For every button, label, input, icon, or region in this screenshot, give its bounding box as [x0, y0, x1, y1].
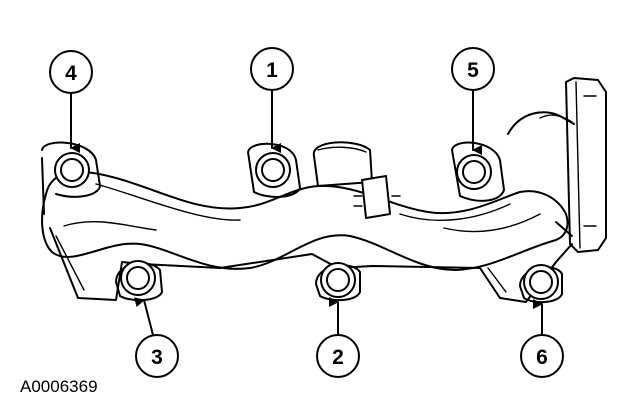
callout-label: 5: [467, 59, 479, 82]
callout-6: 6: [520, 299, 564, 378]
callout-label: 2: [332, 346, 344, 369]
oxygen-sensor-boss: [361, 175, 391, 219]
manifold-runner-body: [41, 170, 569, 271]
bolt-3: [120, 260, 156, 296]
figure-id: A0006369: [20, 377, 98, 396]
callout-5: 5: [451, 47, 495, 155]
callout-4: 4: [49, 50, 93, 153]
callout-label: 3: [151, 346, 163, 369]
callout-label: 4: [65, 62, 77, 85]
bolt-1: [255, 152, 291, 188]
callout-arrow: [134, 297, 154, 336]
manifold-heat-shield-boss: [312, 141, 373, 187]
callout-1: 1: [250, 47, 294, 153]
callout-2: 2: [316, 297, 360, 378]
bolt-2: [320, 262, 356, 298]
manifold-drawing: [41, 77, 607, 304]
callout-label: 6: [536, 346, 548, 369]
bolt-5: [456, 154, 492, 190]
manifold-lower-flange: [49, 227, 573, 303]
manifold-outlet-flange: [565, 77, 607, 253]
callout-3: 3: [134, 297, 179, 378]
bolt-4: [54, 152, 90, 188]
callout-label: 1: [266, 59, 278, 82]
manifold-outlet-neck: [507, 111, 575, 135]
bolt-6: [523, 264, 559, 300]
